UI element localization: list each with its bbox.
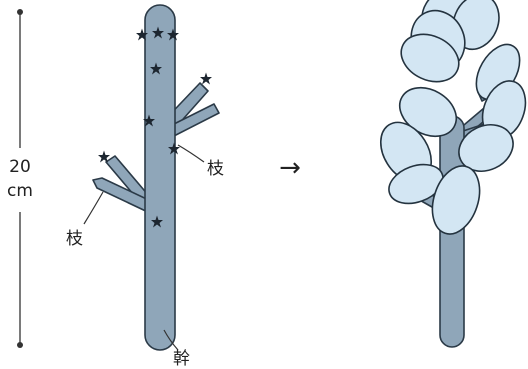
scale-bar: 20 cm [7, 9, 33, 348]
label-branch-left: 枝 [66, 229, 83, 249]
arrow-icon: → [279, 153, 301, 183]
stem-before [93, 5, 219, 350]
leader-lines [84, 145, 204, 350]
label-trunk: 幹 [173, 348, 190, 369]
leader-branch-left [84, 192, 103, 224]
star-icon [200, 73, 212, 85]
leaves [370, 0, 528, 240]
scale-bottom-dot [17, 342, 23, 348]
leader-branch-right [178, 145, 204, 162]
scale-top-dot [17, 9, 23, 15]
label-branch-right: 枝 [207, 159, 224, 179]
trunk-before [145, 5, 175, 350]
scale-unit: cm [7, 181, 33, 201]
scale-value: 20 [9, 157, 31, 177]
